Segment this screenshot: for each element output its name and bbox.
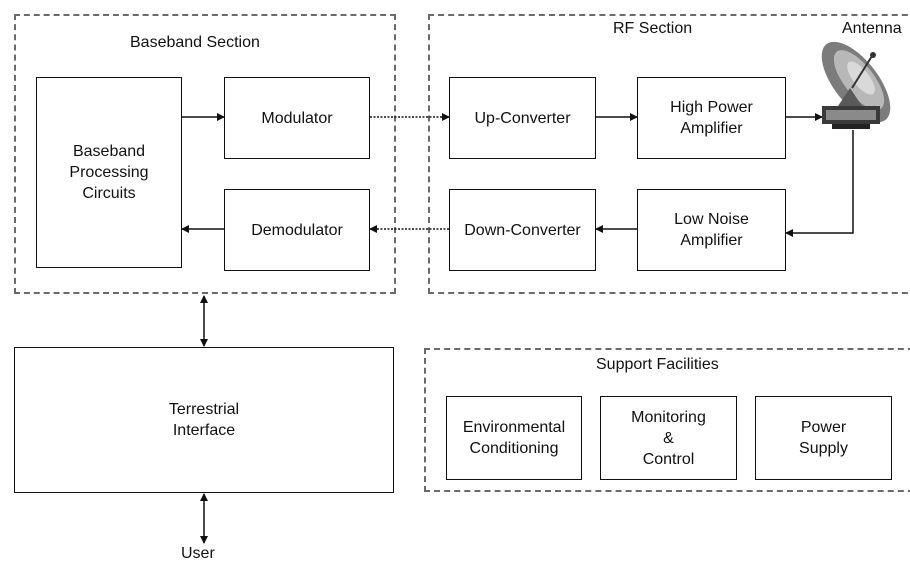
environmental-conditioning-block: Environmental Conditioning	[446, 396, 582, 480]
user-label: User	[181, 545, 215, 562]
rf-section-title: RF Section	[613, 20, 693, 37]
baseband-processing-block: Baseband Processing Circuits	[36, 77, 182, 268]
rf-section	[428, 14, 910, 294]
power-line-1: Power	[800, 419, 847, 436]
terrestrial-line-1: Terrestrial	[168, 401, 240, 418]
up-converter-label: Up-Converter	[474, 109, 571, 127]
lna-line-1: Low Noise	[674, 211, 749, 228]
hpa-line-1: High Power	[670, 99, 753, 116]
up-converter-block: Up-Converter	[449, 77, 596, 159]
support-facilities-title: Support Facilities	[596, 356, 719, 373]
baseband-processing-line-1: Baseband	[72, 143, 146, 160]
support-facilities-section	[424, 348, 910, 492]
lna-line-2: Amplifier	[680, 232, 743, 249]
monitoring-line-2: &	[663, 429, 674, 447]
demodulator-block: Demodulator	[224, 189, 370, 271]
modulator-block: Modulator	[224, 77, 370, 159]
low-noise-amplifier-block: Low Noise Amplifier	[637, 189, 786, 271]
demodulator-label: Demodulator	[251, 221, 343, 239]
terrestrial-line-2: Interface	[172, 422, 236, 439]
antenna-label: Antenna	[842, 20, 902, 37]
terrestrial-interface-block: Terrestrial Interface	[14, 347, 394, 493]
power-line-2: Supply	[799, 440, 848, 457]
baseband-section	[14, 14, 396, 294]
modulator-label: Modulator	[261, 109, 333, 127]
down-converter-block: Down-Converter	[449, 189, 596, 271]
monitoring-line-1: Monitoring	[631, 408, 706, 426]
baseband-processing-line-3: Circuits	[82, 185, 136, 202]
power-supply-block: Power Supply	[755, 396, 892, 480]
monitoring-control-block: Monitoring & Control	[600, 396, 737, 480]
hpa-line-2: Amplifier	[680, 120, 743, 137]
environmental-line-2: Conditioning	[469, 440, 559, 457]
monitoring-line-3: Control	[642, 450, 695, 468]
environmental-line-1: Environmental	[462, 419, 566, 436]
high-power-amplifier-block: High Power Amplifier	[637, 77, 786, 159]
down-converter-label: Down-Converter	[464, 221, 581, 239]
baseband-processing-line-2: Processing	[69, 164, 149, 181]
baseband-section-title: Baseband Section	[130, 34, 260, 51]
